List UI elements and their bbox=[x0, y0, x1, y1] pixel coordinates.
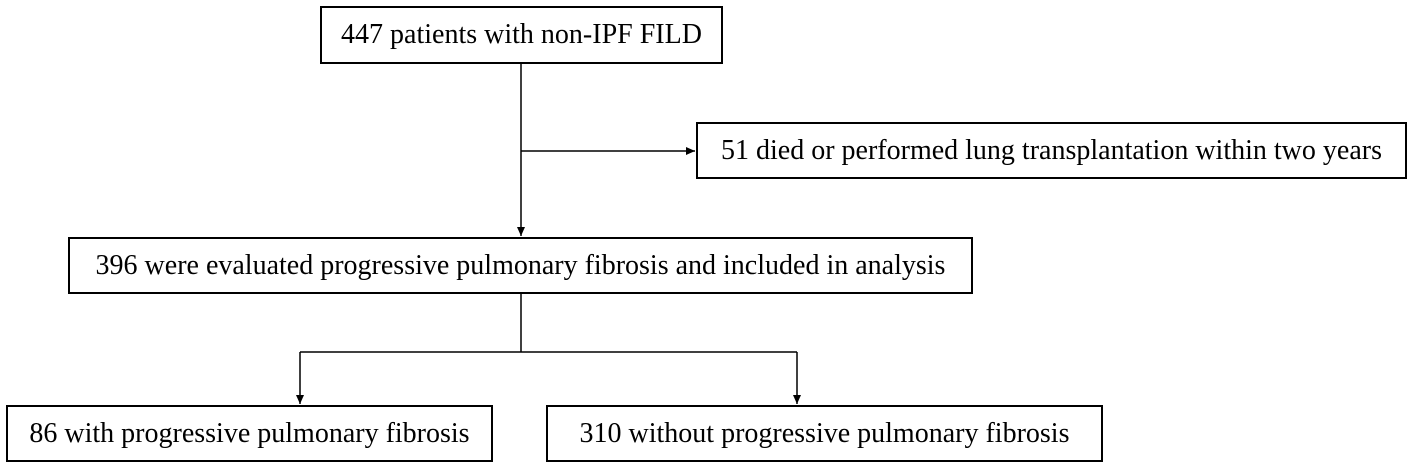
box-without-ppf-label: 310 without progressive pulmonary fibros… bbox=[579, 417, 1070, 449]
box-initial-cohort-label: 447 patients with non-IPF FILD bbox=[341, 19, 702, 50]
box-initial-cohort: 447 patients with non-IPF FILD bbox=[320, 6, 723, 64]
box-excluded-label: 51 died or performed lung transplantatio… bbox=[721, 134, 1382, 166]
box-with-ppf-label: 86 with progressive pulmonary fibrosis bbox=[29, 417, 470, 449]
box-included-label: 396 were evaluated progressive pulmonary… bbox=[95, 249, 946, 281]
box-included-in-analysis: 396 were evaluated progressive pulmonary… bbox=[68, 237, 973, 294]
box-with-ppf: 86 with progressive pulmonary fibrosis bbox=[6, 405, 493, 462]
box-excluded: 51 died or performed lung transplantatio… bbox=[696, 122, 1407, 179]
box-without-ppf: 310 without progressive pulmonary fibros… bbox=[546, 405, 1103, 462]
